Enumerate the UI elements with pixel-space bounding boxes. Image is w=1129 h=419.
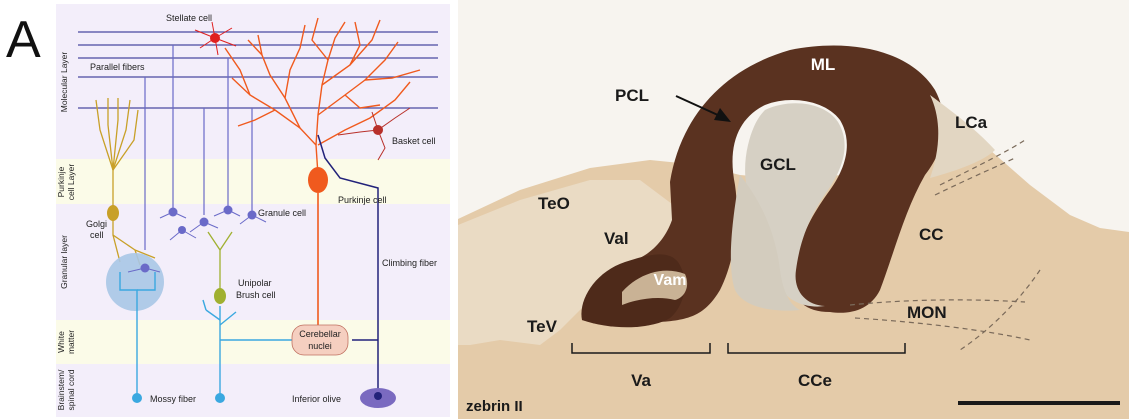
- unipolar-brush-soma: [214, 288, 226, 304]
- panel-a: Molecular Layer Purkinje cell Layer Gran…: [56, 4, 450, 417]
- scale-bar: [958, 401, 1120, 405]
- olive-neuron: [374, 392, 382, 400]
- molecular-layer-band: [56, 4, 450, 159]
- va-label: Va: [631, 371, 651, 390]
- panel-b: ML PCL LCa GCL TeO Val Vam CC TeV MON Va…: [458, 0, 1129, 419]
- mossy-label: Mossy fiber: [150, 394, 196, 404]
- brainstem-label-2: spinal cord: [66, 369, 76, 410]
- cerebellar-nuclei-label-1: Cerebellar: [299, 329, 341, 339]
- gcl-label: GCL: [760, 155, 796, 174]
- brainstem-band: [56, 364, 450, 417]
- white-matter-label-2: matter: [66, 330, 76, 354]
- vam-label: Vam: [654, 272, 687, 289]
- golgi-soma: [107, 205, 119, 221]
- granular-layer-label: Granular layer: [59, 235, 69, 289]
- pcl-label: PCL: [615, 86, 649, 105]
- cce-label: CCe: [798, 371, 832, 390]
- granule-cell-label: Granule cell: [258, 208, 306, 218]
- unipolar-label-1: Unipolar: [238, 278, 272, 288]
- cerebellar-nuclei-label-2: nuclei: [308, 341, 332, 351]
- climbing-label: Climbing fiber: [382, 258, 437, 268]
- white-matter-band: [56, 320, 450, 364]
- olive-label: Inferior olive: [292, 394, 341, 404]
- unipolar-label-2: Brush cell: [236, 290, 276, 300]
- purkinje-cell-label: Purkinje cell: [338, 195, 387, 205]
- white-matter-label-1: White: [56, 331, 66, 353]
- mossy-terminal-1: [132, 393, 142, 403]
- purkinje-layer-band: [56, 159, 450, 204]
- golgi-label-2: cell: [90, 230, 104, 240]
- stain-label: zebrin II: [466, 398, 523, 415]
- ml-label: ML: [811, 55, 836, 74]
- purkinje-soma: [308, 167, 328, 193]
- parallel-fibers-label: Parallel fibers: [90, 62, 145, 72]
- golgi-label-1: Golgi: [86, 219, 107, 229]
- basket-label: Basket cell: [392, 136, 436, 146]
- stellate-label: Stellate cell: [166, 13, 212, 23]
- molecular-layer-label: Molecular Layer: [59, 52, 69, 113]
- cc-label: CC: [919, 225, 944, 244]
- lca-label: LCa: [955, 113, 988, 132]
- mossy-terminal-2: [215, 393, 225, 403]
- val-label: Val: [604, 229, 629, 248]
- tev-label: TeV: [527, 317, 558, 336]
- teo-label: TeO: [538, 194, 570, 213]
- brainstem-label-1: Brainstem/: [56, 369, 66, 410]
- purkinje-layer-label-2: cell Layer: [66, 164, 76, 201]
- purkinje-layer-label-1: Purkinje: [56, 166, 66, 197]
- mon-label: MON: [907, 303, 947, 322]
